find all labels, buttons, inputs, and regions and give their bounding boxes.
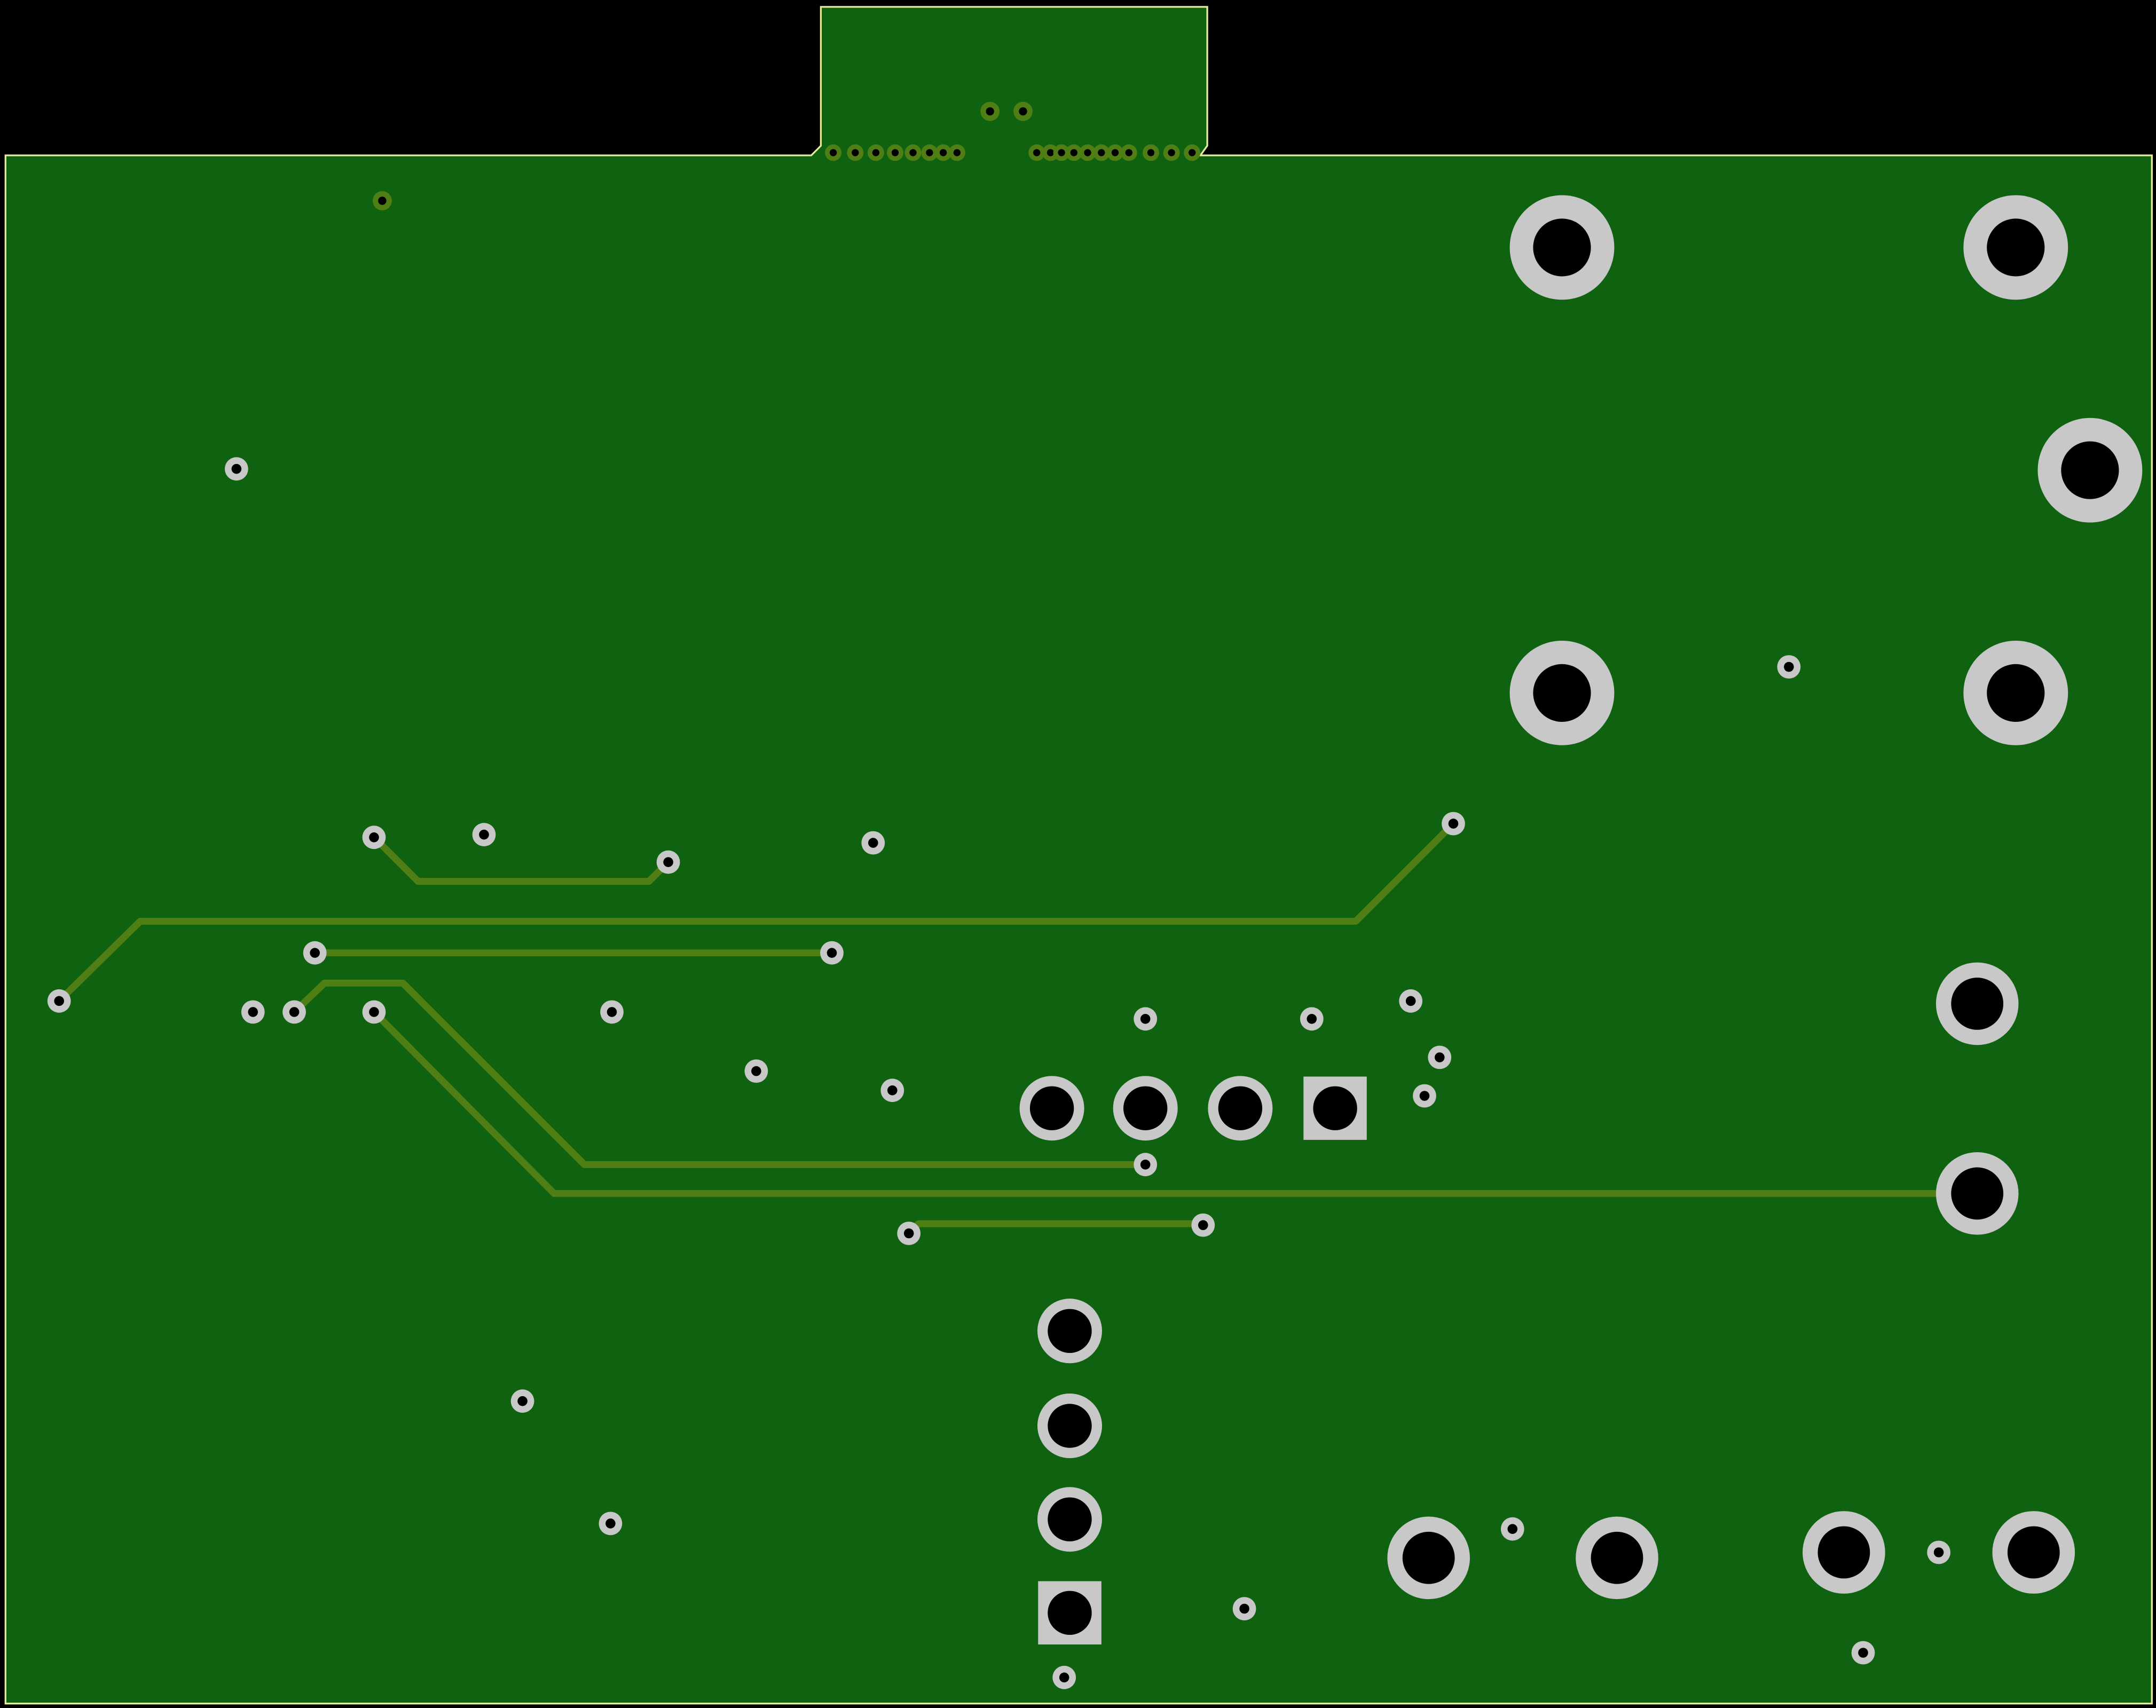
trace-4: [290, 979, 1149, 1168]
via-drill: [479, 829, 489, 840]
via-drill: [1140, 1159, 1151, 1170]
through-hole-drill: [1591, 1531, 1643, 1584]
trace-5: [371, 1008, 1981, 1197]
via-drill: [369, 832, 379, 843]
connector-pin-drill: [939, 149, 947, 156]
board-outline: [4, 6, 2153, 1705]
via-drill: [1507, 1524, 1518, 1534]
via-drill: [310, 948, 320, 958]
via-drill: [517, 1396, 528, 1406]
connector-pin-drill: [852, 149, 859, 156]
mounting-hole-drill: [1533, 664, 1591, 722]
connector-pin-drill: [909, 149, 917, 156]
component-pin-drill: [1048, 1309, 1092, 1353]
through-hole-drill: [1402, 1531, 1455, 1584]
connector-pin-drill: [872, 149, 880, 156]
trace-2: [56, 820, 1457, 1005]
via-drill: [248, 1007, 258, 1017]
via-drill: [1239, 1603, 1249, 1614]
via-drill: [751, 1066, 761, 1076]
via-drill: [54, 996, 64, 1006]
via-drill: [231, 463, 242, 474]
via-drill: [887, 1085, 898, 1096]
component-pin-drill: [1123, 1086, 1168, 1130]
via-drill: [1435, 1052, 1445, 1062]
connector-pin-drill: [1058, 149, 1065, 156]
tented-via-drill: [986, 107, 994, 116]
component-pin-drill: [1048, 1497, 1092, 1541]
tented-via-drill: [378, 196, 387, 205]
connector-pin-drill: [1098, 149, 1105, 156]
mounting-hole-drill: [1987, 664, 2045, 722]
component-pin-drill: [1029, 1086, 1074, 1130]
via-drill: [868, 838, 878, 848]
connector-pin-drill: [1125, 149, 1132, 156]
via-drill: [289, 1007, 300, 1017]
via-drill: [1140, 1014, 1151, 1024]
via-drill: [663, 857, 673, 867]
tented-via-drill: [1019, 107, 1027, 116]
connector-pin-drill: [926, 149, 933, 156]
through-hole-drill: [1817, 1526, 1870, 1579]
via-drill: [903, 1228, 914, 1239]
component-pin-drill: [1218, 1086, 1263, 1130]
connector-pin-drill: [1168, 149, 1175, 156]
through-hole-drill: [1951, 978, 2004, 1030]
connector-pin-drill: [1084, 149, 1091, 156]
via-drill: [1405, 996, 1416, 1006]
connector-pin-drill: [1033, 149, 1041, 156]
via-drill: [605, 1518, 616, 1529]
pin1-drill: [1048, 1591, 1092, 1635]
connector-pin-drill: [1070, 149, 1078, 156]
through-hole-drill: [1951, 1167, 2004, 1220]
via-drill: [369, 1007, 379, 1017]
component-pin-drill: [1048, 1404, 1092, 1448]
through-hole-drill: [2007, 1526, 2060, 1579]
connector-pin-drill: [953, 149, 961, 156]
via-drill: [1419, 1091, 1430, 1101]
connector-pin-drill: [1111, 149, 1119, 156]
via-drill: [607, 1007, 617, 1017]
via-drill: [1858, 1648, 1868, 1658]
via-drill: [1448, 818, 1459, 829]
mounting-hole-drill: [1987, 218, 2045, 277]
via-drill: [827, 948, 837, 958]
via-drill: [1198, 1220, 1208, 1230]
via-drill: [1059, 1672, 1069, 1683]
connector-pin-drill: [1147, 149, 1155, 156]
connector-pin-drill: [891, 149, 899, 156]
mounting-hole-drill: [1533, 218, 1591, 277]
connector-pin-drill: [1046, 149, 1055, 156]
pads-layer: [47, 101, 2143, 1689]
pin1-drill: [1313, 1086, 1357, 1130]
copper-pour-layer: [4, 6, 2153, 1705]
via-drill: [1933, 1547, 1944, 1557]
via-drill: [1307, 1014, 1317, 1024]
connector-pin-drill: [829, 149, 837, 156]
mounting-hole-drill: [2061, 441, 2119, 499]
trace-1: [371, 833, 672, 885]
traces-layer: [56, 820, 1981, 1237]
connector-pin-drill: [1189, 149, 1196, 156]
via-drill: [1784, 662, 1794, 672]
